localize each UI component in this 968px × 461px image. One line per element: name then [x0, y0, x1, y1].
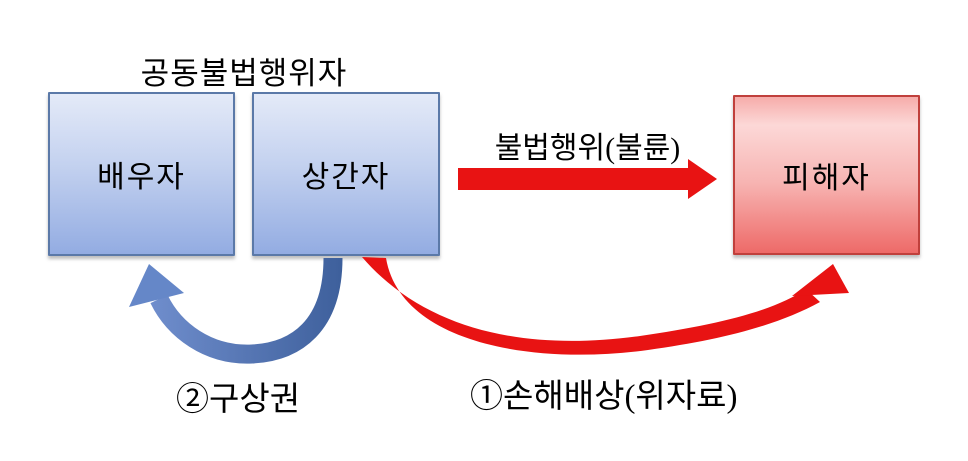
indemnity-arrow-head: [129, 264, 184, 307]
victim-box: 피해자: [733, 95, 920, 255]
damages-arrow-label: ①손해배상(위자료): [470, 379, 738, 415]
tort-arrow-label: 불법행위(불륜): [494, 132, 681, 165]
joint-tortfeasors-label: 공동불법행위자: [140, 56, 348, 91]
spouse-box-label: 배우자: [97, 161, 186, 194]
tort-arrow: [458, 159, 717, 199]
indemnity-arrow-label: ②구상권: [176, 382, 301, 418]
indemnity-arrow: [150, 257, 343, 364]
spouse-box: 배우자: [48, 92, 235, 256]
damages-arrow-head: [792, 264, 849, 296]
victim-box-label: 피해자: [782, 162, 871, 195]
affair-partner-box: 상간자: [252, 92, 440, 256]
damages-arrow: [362, 257, 820, 355]
affair-partner-box-label: 상간자: [301, 161, 391, 194]
